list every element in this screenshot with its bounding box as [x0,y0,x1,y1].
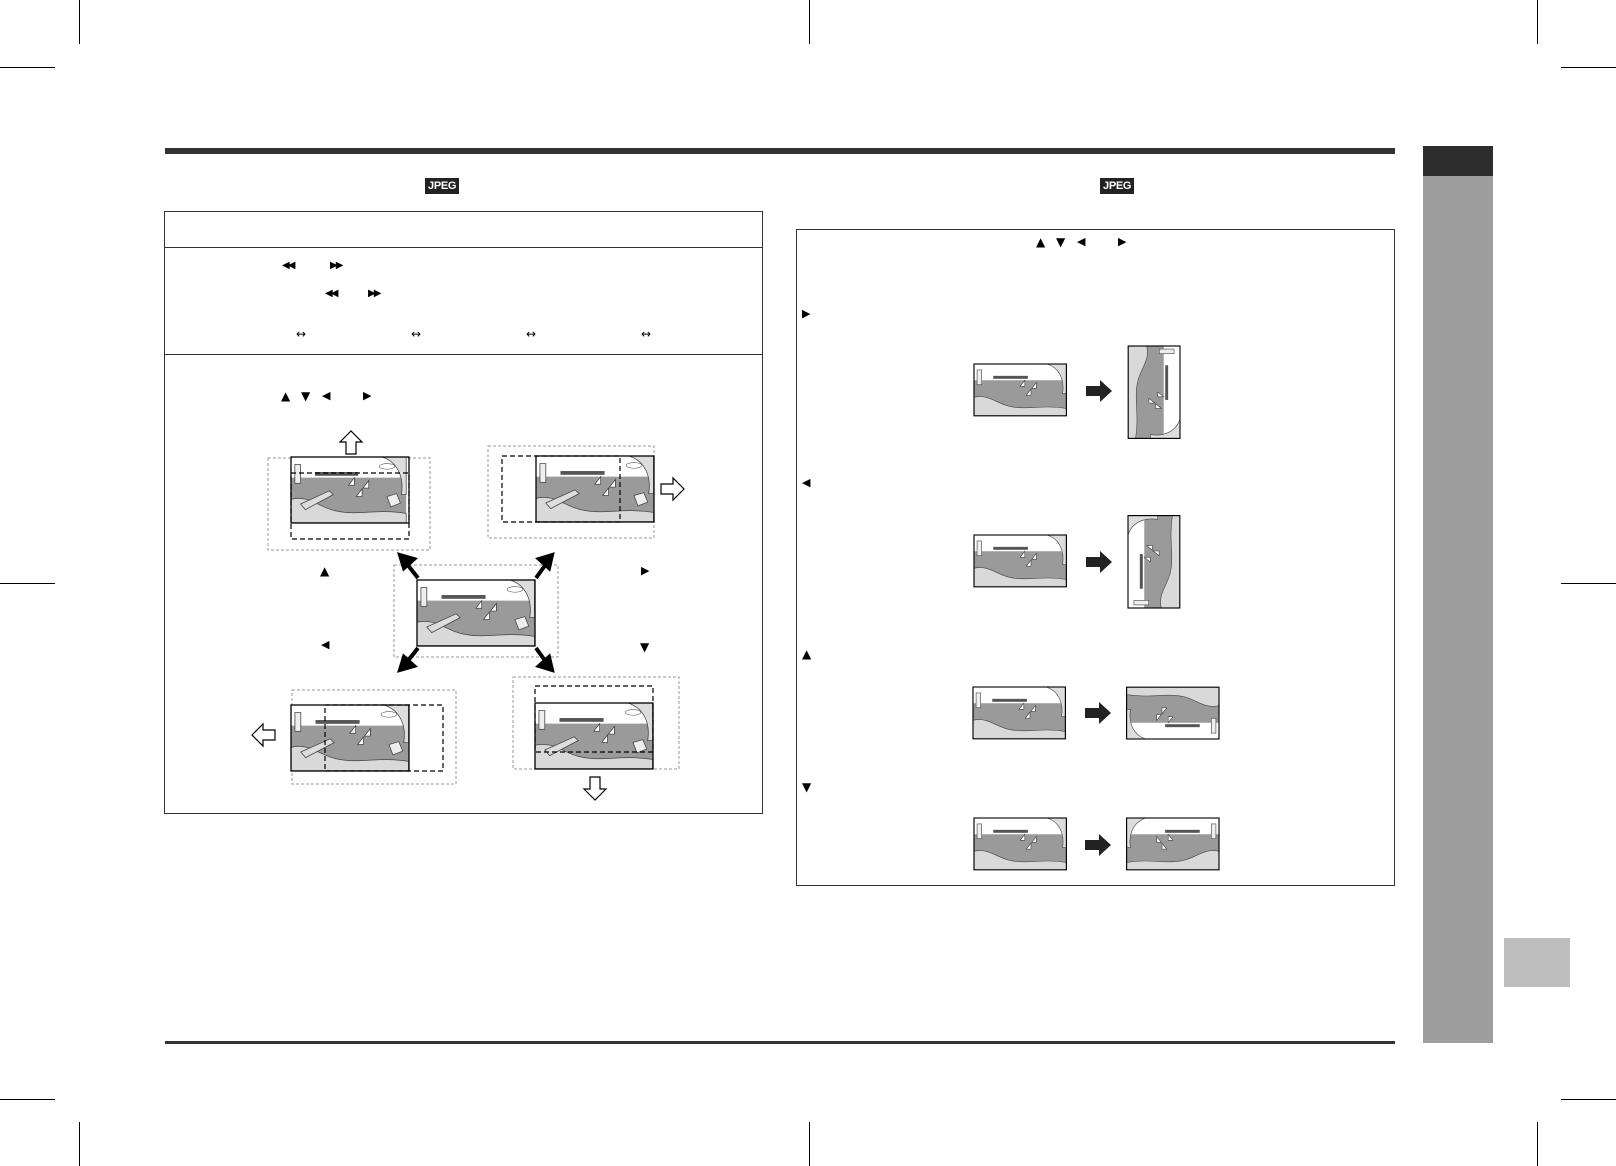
arrow-down-icon [582,776,608,801]
diagram-down-label: ▼ [640,640,650,654]
view-window [324,704,444,772]
left-icon: ◀ [322,389,331,402]
sidebar-header-block [1423,146,1493,176]
picture-outline [291,689,457,785]
view-window [501,455,621,523]
zoom-panel-divider-2 [164,354,763,355]
rotate-key-up: ▲ [802,647,812,661]
picture-frame [416,579,536,647]
zoom-arrow-icon: ↔ [411,327,422,341]
arrow-left-icon [251,722,276,748]
down-icon: ▼ [301,389,311,403]
diagram-left-label: ◀ [321,638,330,651]
view-window [290,472,410,540]
result-arrow-icon [1086,380,1112,402]
picture-outline [393,564,559,658]
chapter-tab[interactable] [1504,938,1570,987]
arrow-right-icon [660,476,685,502]
result-arrow-icon [1086,551,1112,573]
view-window [534,685,654,753]
picture-frame [290,456,410,524]
diagram-up-label: ▲ [320,564,330,578]
left-icon: ◀ [1077,235,1086,248]
arrow-up-icon [338,430,364,455]
fast-forward-icon: ▶▶ [330,260,343,271]
down-icon: ▼ [1056,235,1066,249]
right-icon: ▶ [1118,235,1127,248]
right-icon: ▶ [363,389,372,402]
fast-forward-icon: ▶▶ [368,288,381,299]
rewind-icon: ◀◀ [325,288,338,299]
diagonal-arrows-icon [397,552,555,673]
up-icon: ▲ [281,389,291,403]
jpeg-badge-left: JPEG [425,178,460,194]
zoom-panel [164,211,763,814]
rotate-panel [796,229,1395,886]
header-rule [165,148,1395,154]
rotate-key-left: ◀ [802,476,811,489]
zoom-arrow-icon: ↔ [526,327,537,341]
jpeg-badge-right: JPEG [1100,178,1135,194]
zoom-panel-divider-1 [164,247,763,248]
result-arrow-icon [1085,702,1111,724]
sidebar-strip [1423,176,1493,1043]
zoom-arrow-icon: ↔ [641,327,652,341]
rotate-key-right: ▶ [802,307,811,320]
result-arrow-icon [1085,834,1111,856]
zoom-arrow-icon: ↔ [296,327,307,341]
rewind-icon: ◀◀ [282,260,295,271]
diagram-right-label: ▶ [641,564,650,577]
footer-rule [165,1041,1395,1044]
up-icon: ▲ [1036,235,1046,249]
rotate-key-down: ▼ [802,780,812,794]
